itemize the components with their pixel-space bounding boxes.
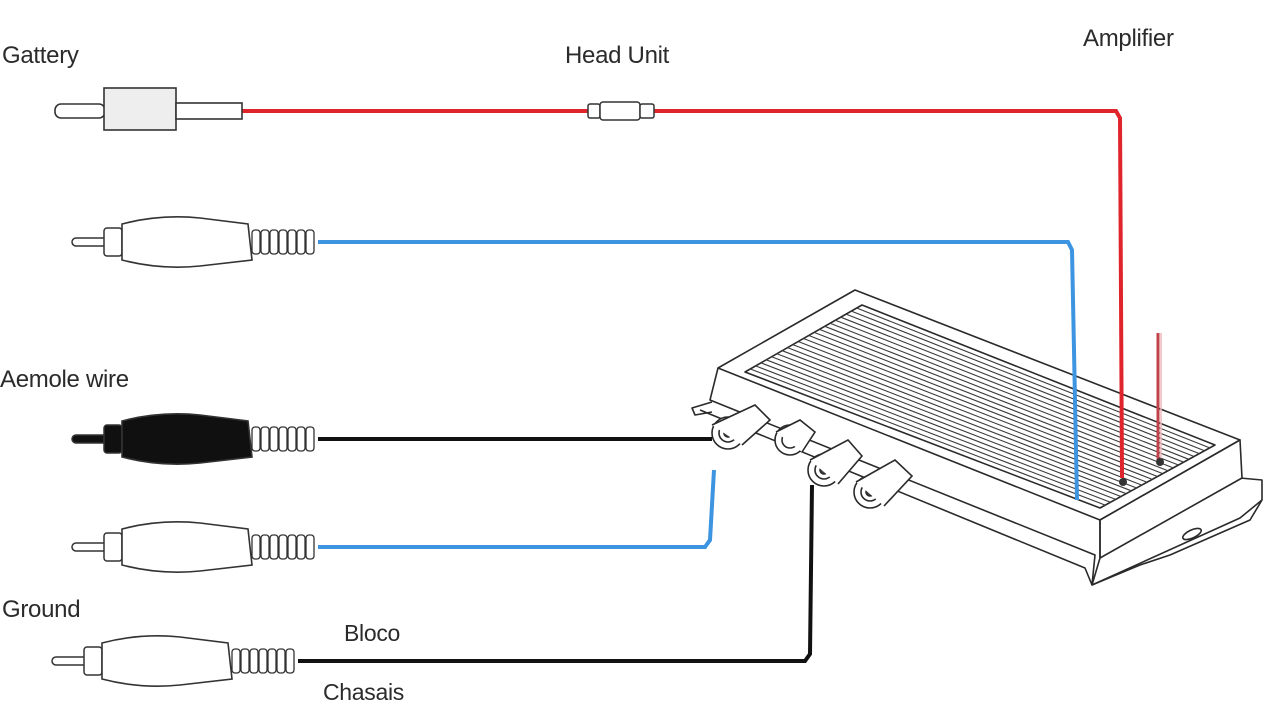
heatsink-fin xyxy=(755,365,1111,503)
chassis-label: Chasais xyxy=(323,679,404,705)
battery-label: Gattery xyxy=(2,42,79,69)
heatsink-fin xyxy=(819,328,1174,469)
inline-fuse-icon xyxy=(587,101,655,121)
bloco-label: Bloco xyxy=(344,620,401,646)
rca-plug-remote xyxy=(71,413,315,465)
heatsink-fin xyxy=(813,331,1169,472)
ground-label: Ground xyxy=(2,596,81,623)
mounting-tab xyxy=(1091,499,1263,586)
heatsink-fins xyxy=(750,307,1210,506)
heatsink-fin xyxy=(766,359,1122,498)
heatsink-fin xyxy=(808,334,1163,475)
left-tab xyxy=(691,401,713,416)
heatsink-fin xyxy=(829,322,1184,463)
amplifier-base-edge xyxy=(699,409,1263,586)
heatsink-fin xyxy=(845,313,1200,455)
heatsink-fin xyxy=(776,353,1132,492)
heatsink-fin xyxy=(824,325,1179,466)
heatsink-area xyxy=(744,304,1216,509)
heatsink-fin xyxy=(803,337,1158,478)
input-jack-1 xyxy=(711,404,772,450)
heatsink-fin xyxy=(750,368,1106,506)
power-terminal xyxy=(1119,478,1127,486)
input-jack-2 xyxy=(774,419,817,456)
heatsink-fin xyxy=(771,356,1127,495)
amplifier-corner-edge xyxy=(1091,520,1101,586)
heatsink-fin xyxy=(787,347,1143,486)
battery-terminal-icon xyxy=(54,87,243,131)
heatsink-fin xyxy=(835,319,1190,460)
signal-wire-lower xyxy=(318,469,716,549)
rca-plugs xyxy=(51,216,315,687)
head-unit-label: Head Unit xyxy=(565,42,670,69)
power-wire-to-amp xyxy=(652,109,1124,479)
rca-plug-signal-lower xyxy=(71,521,315,573)
mounting-hole xyxy=(1181,527,1203,541)
heatsink-fin xyxy=(851,310,1205,452)
signal-wire-upper xyxy=(318,240,1079,501)
amplifier-input-jacks xyxy=(711,404,914,509)
heatsink-fin xyxy=(840,316,1195,457)
heatsink-fin xyxy=(797,341,1153,480)
heatsink-fin xyxy=(856,307,1210,449)
amplifier-label: Amplifier xyxy=(1083,25,1174,52)
rca-plug-ground xyxy=(51,635,295,687)
remote-wire-label: Aemole wire xyxy=(0,366,129,393)
heatsink-fin xyxy=(792,344,1148,483)
rca-plug-signal-upper xyxy=(71,216,315,268)
remote-turn-on-lead xyxy=(1156,333,1164,466)
heatsink-fin xyxy=(760,362,1116,500)
input-jack-3 xyxy=(807,438,864,487)
input-jack-4 xyxy=(853,459,914,509)
ground-wire xyxy=(298,484,814,663)
